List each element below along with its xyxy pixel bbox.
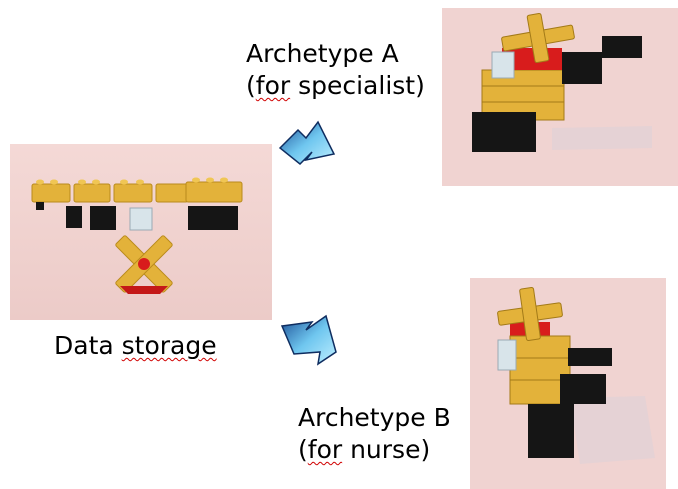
archetype-a-subtitle: (for specialist) (246, 71, 425, 100)
archetype-b-subtitle: (for nurse) (298, 435, 431, 464)
data-storage-photo (10, 144, 272, 320)
archetype-a-label: Archetype A (for specialist) (246, 38, 425, 102)
archetype-b-label: Archetype B (for nurse) (298, 402, 451, 466)
archetype-a-photo (442, 8, 678, 186)
gradient-arrow-icon (272, 108, 344, 180)
archetype-a-title: Archetype A (246, 39, 399, 68)
data-storage-label: Data storage (54, 331, 217, 360)
yellow-plate (31, 181, 243, 203)
archetype-b-photo (470, 278, 666, 489)
gradient-arrow-icon (276, 304, 348, 376)
archetype-b-title: Archetype B (298, 403, 451, 432)
